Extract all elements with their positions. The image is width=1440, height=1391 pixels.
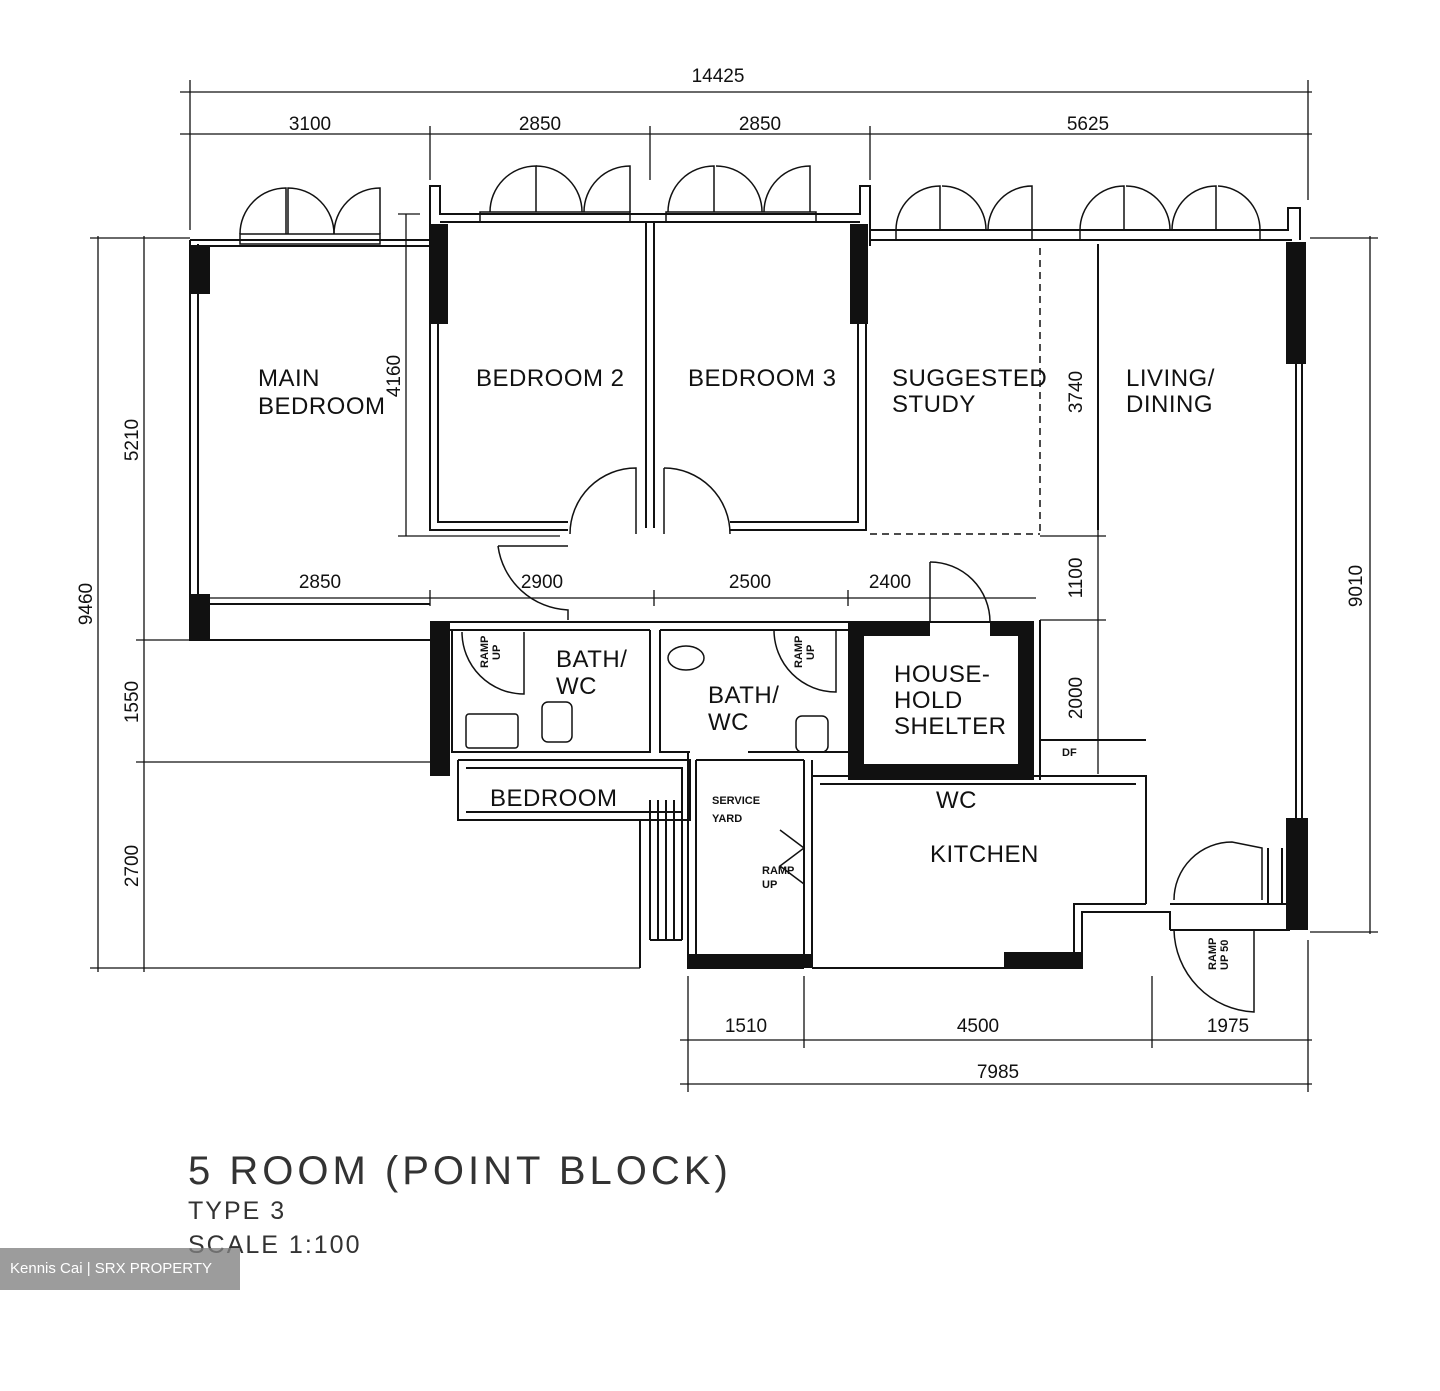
dim-mid-4: 2400 bbox=[869, 572, 911, 593]
label-shelter-1: HOUSE- bbox=[894, 661, 990, 688]
room-labels: MAIN BEDROOM BEDROOM 2 BEDROOM 3 SUGGEST… bbox=[258, 365, 1231, 970]
mid-dimension-line bbox=[208, 590, 1036, 606]
label-bedroom-3: BEDROOM 3 bbox=[688, 365, 837, 392]
dim-mid-2: 2900 bbox=[521, 572, 563, 593]
right-dimension-lines bbox=[1040, 236, 1378, 934]
label-main-bedroom-2: BEDROOM bbox=[258, 393, 386, 420]
label-living-2: DINING bbox=[1126, 391, 1213, 418]
doors bbox=[461, 467, 1263, 1013]
label-main-bedroom-1: MAIN bbox=[258, 365, 320, 392]
label-kitchen: KITCHEN bbox=[930, 841, 1039, 868]
label-bedroom-2: BEDROOM 2 bbox=[476, 365, 625, 392]
label-bedroom-4: BEDROOM bbox=[490, 785, 618, 812]
label-living-1: LIVING/ bbox=[1126, 365, 1215, 392]
left-dimension-lines bbox=[90, 213, 640, 972]
label-wc: WC bbox=[936, 787, 977, 814]
thick-walls bbox=[190, 224, 1308, 968]
label-study-1: SUGGESTED bbox=[892, 365, 1047, 392]
dim-main-bedroom-depth: 4160 bbox=[384, 355, 405, 397]
dim-corridor-width: 1100 bbox=[1066, 558, 1087, 599]
label-ramp-bath2-2: UP bbox=[805, 645, 817, 660]
label-shelter-3: SHELTER bbox=[894, 713, 1006, 740]
plan-type: TYPE 3 bbox=[188, 1197, 287, 1225]
label-ramp-entrance-1: RAMP bbox=[1207, 938, 1219, 970]
dim-shelter-depth: 2000 bbox=[1066, 677, 1087, 719]
label-ramp-1: RAMP bbox=[762, 865, 794, 877]
dim-mid-1: 2850 bbox=[299, 572, 341, 593]
label-service-yard-1: SERVICE bbox=[712, 795, 760, 807]
dim-left-overall: 9460 bbox=[76, 583, 97, 625]
watermark-badge: Kennis Cai | SRX PROPERTY bbox=[0, 1248, 240, 1290]
label-ramp-bath1-2: UP bbox=[491, 645, 503, 660]
label-bath1-2: WC bbox=[556, 673, 597, 700]
label-study-2: STUDY bbox=[892, 391, 976, 418]
dim-left-lower: 2700 bbox=[122, 845, 143, 887]
top-dimension-lines bbox=[180, 80, 1312, 230]
dim-bottom-2: 4500 bbox=[957, 1016, 999, 1037]
label-df: DF bbox=[1062, 747, 1077, 759]
label-service-yard-2: YARD bbox=[712, 813, 742, 825]
label-shelter-2: HOLD bbox=[894, 687, 963, 714]
label-ramp-entrance-2: UP 50 bbox=[1219, 940, 1231, 970]
label-bath1-1: BATH/ bbox=[556, 646, 627, 673]
label-ramp-bath1-1: RAMP bbox=[479, 636, 491, 668]
dim-study-depth: 3740 bbox=[1066, 371, 1087, 413]
bottom-dimension-lines bbox=[680, 940, 1312, 1092]
plan-title: 5 ROOM (POINT BLOCK) bbox=[188, 1149, 732, 1193]
dim-bottom-3: 1975 bbox=[1207, 1016, 1249, 1037]
label-bath2-1: BATH/ bbox=[708, 682, 779, 709]
dim-right-overall: 9010 bbox=[1346, 565, 1367, 607]
dim-bottom-overall: 7985 bbox=[977, 1062, 1019, 1083]
dim-top-4: 5625 bbox=[1067, 114, 1109, 135]
plan-scale: SCALE 1:100 bbox=[188, 1231, 362, 1259]
dim-top-2: 2850 bbox=[519, 114, 561, 135]
windows bbox=[239, 165, 1261, 245]
label-bath2-2: WC bbox=[708, 709, 749, 736]
dim-top-1: 3100 bbox=[289, 114, 331, 135]
fixtures bbox=[465, 645, 829, 885]
plan-title-block: 5 ROOM (POINT BLOCK) TYPE 3 SCALE 1:100 bbox=[188, 1148, 732, 1262]
dim-left-mid: 1550 bbox=[122, 681, 143, 723]
dim-top-3: 2850 bbox=[739, 114, 781, 135]
label-ramp-bath2-1: RAMP bbox=[793, 636, 805, 668]
dim-left-upper: 5210 bbox=[122, 419, 143, 461]
dim-overall-top: 14425 bbox=[692, 66, 745, 87]
dim-bottom-1: 1510 bbox=[725, 1016, 767, 1037]
label-ramp-2: UP bbox=[762, 879, 777, 891]
dim-mid-3: 2500 bbox=[729, 572, 771, 593]
